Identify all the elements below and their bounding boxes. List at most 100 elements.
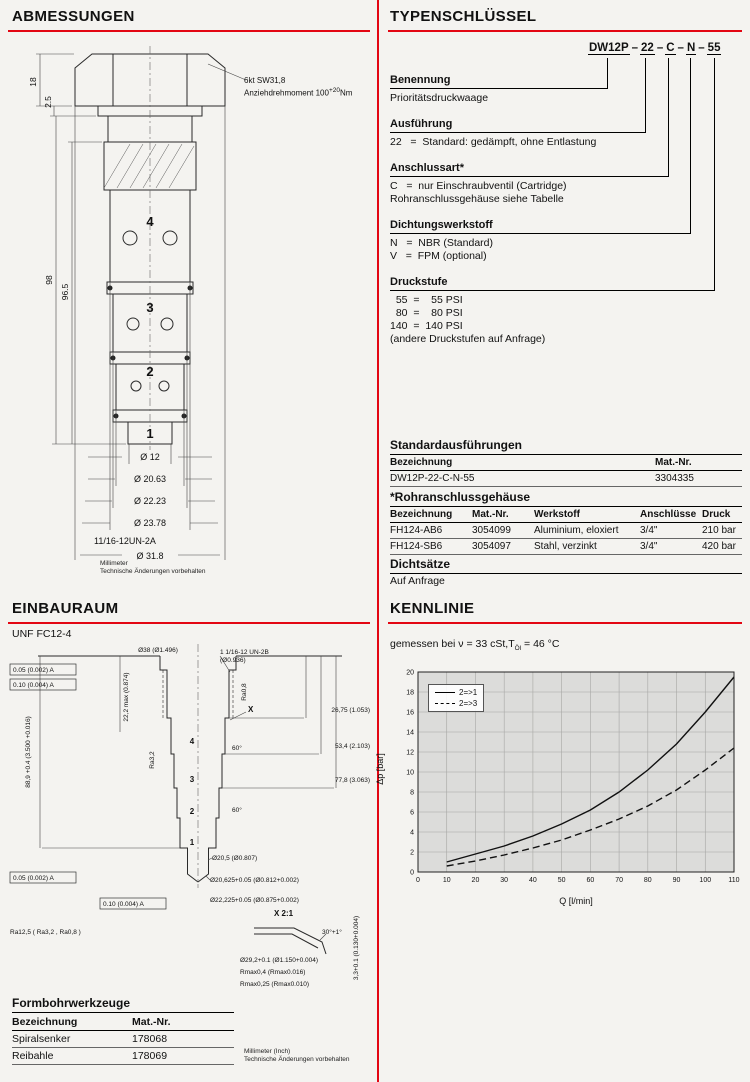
label-tolerance-b2: 0.10 (0.004) A <box>103 901 144 908</box>
table-row: Reibahle 178069 <box>12 1047 234 1065</box>
abmessungen-title: ABMESSUNGEN <box>12 8 135 25</box>
port-number-1: 1 <box>146 426 153 441</box>
block-label-ausfuehrung: Ausführung <box>390 118 645 133</box>
label-ra-group: Ra12,5 ( Ra3,2 , Ra0,8 ) <box>10 929 81 936</box>
svg-text:70: 70 <box>615 877 623 884</box>
svg-text:30: 30 <box>500 877 508 884</box>
code-dash: – <box>631 42 639 54</box>
legend-label-dashed: 2=>3 <box>459 699 478 708</box>
cell-matnr: 178069 <box>132 1047 234 1065</box>
cell-bezeichnung: DW12P-22-C-N-55 <box>390 470 655 487</box>
legend-line-dashed <box>435 703 455 704</box>
typenschluessel-title: TYPENSCHLÜSSEL <box>390 8 537 25</box>
block-text: 55 = 55 PSI <box>390 294 463 306</box>
block-label-benennung: Benennung <box>390 74 607 89</box>
block-text: V = FPM (optional) <box>390 250 487 262</box>
dichtsaetze-title: Dichtsätze <box>390 557 742 574</box>
code-connector-1 <box>607 58 608 89</box>
label-thread-minor: (Ø0.936) <box>220 657 246 664</box>
cavity-outline <box>38 655 342 883</box>
cell-matnr: 3304335 <box>655 470 742 487</box>
svg-text:6: 6 <box>410 810 414 817</box>
code-segment-seal: N <box>685 42 697 55</box>
dim-label-18: 18 <box>28 77 38 87</box>
col-header-bezeichnung: Bezeichnung <box>390 507 472 523</box>
table-row: Spiralsenker 178068 <box>12 1030 234 1048</box>
chart-legend: 2=>1 2=>3 <box>428 684 485 712</box>
einbauraum-subtitle: UNF FC12-4 <box>12 628 72 640</box>
svg-text:16: 16 <box>406 710 414 717</box>
svg-text:14: 14 <box>406 730 414 737</box>
svg-text:0: 0 <box>410 870 414 877</box>
gehaeuse-table-title: *Rohranschlussgehäuse <box>390 490 742 507</box>
cell: 3/4" <box>640 522 702 539</box>
svg-text:110: 110 <box>728 877 739 884</box>
code-connector-2 <box>645 58 646 133</box>
cavity-port-4: 4 <box>190 737 195 746</box>
block-label-druckstufe: Druckstufe <box>390 276 714 291</box>
cavity-port-3: 3 <box>190 775 195 784</box>
col-header-matnr: Mat.-Nr. <box>655 455 742 471</box>
label-tolerance-b: 0.10 (0.004) A <box>13 682 54 689</box>
dim-label-96-5: 96.5 <box>60 283 70 300</box>
label-ra08: Ra0,8 <box>241 683 248 701</box>
cell: 420 bar <box>702 538 742 555</box>
cavity-port-2: 2 <box>190 807 195 816</box>
footnote-changes: Technische Änderungen vorbehalten <box>244 1056 350 1063</box>
footnote-units: Millimeter <box>100 560 128 567</box>
svg-text:4: 4 <box>410 830 414 837</box>
label-x-marker: X <box>248 705 254 714</box>
port-number-4: 4 <box>146 214 154 229</box>
label-rmax04: Rmax0,4 (Rmax0.016) <box>240 969 305 976</box>
subtitle-post: = 46 °C <box>521 638 560 650</box>
label-tolerance-a: 0.05 (0.002) A <box>13 667 54 674</box>
cell: Stahl, verzinkt <box>534 538 640 555</box>
standard-table: Bezeichnung Mat.-Nr. DW12P-22-C-N-55 330… <box>390 455 742 487</box>
label-thread: 1 1/16-12 UN-2B <box>220 649 269 656</box>
tolerance-frames <box>9 663 167 910</box>
svg-text:40: 40 <box>529 877 537 884</box>
table-header-row: Bezeichnung Mat.-Nr. <box>390 455 742 471</box>
hex-note-unit: Nm <box>339 88 353 98</box>
label-dia22225: Ø22,225+0.05 (Ø0.875+0.002) <box>210 897 299 904</box>
svg-text:90: 90 <box>673 877 681 884</box>
einbauraum-rule <box>8 622 370 624</box>
code-connector-3 <box>668 58 669 177</box>
dim-label-d22-23: Ø 22.23 <box>134 496 166 506</box>
label-889: 88,9 +0.4 (3.500 +0.016) <box>25 716 32 788</box>
einbauraum-drawing: Ø38 (Ø1.496) 1 1/16-12 UN-2B (Ø0.936) Ra… <box>9 644 370 988</box>
formbohrwerkzeuge-title: Formbohrwerkzeuge <box>12 996 234 1013</box>
block-text: C = nur Einschraubventil (Cartridge) <box>390 180 567 192</box>
kennlinie-subtitle: gemessen bei ν = 33 cSt,TÖl = 46 °C <box>390 638 559 652</box>
dim-label-d12: Ø 12 <box>140 452 160 462</box>
einbauraum-title: EINBAURAUM <box>12 600 119 617</box>
svg-text:20: 20 <box>406 670 414 677</box>
label-778: 77,8 (3.063) <box>335 777 370 784</box>
table-row: FH124-AB6 3054099 Aluminium, eloxiert 3/… <box>390 522 742 539</box>
cell: 210 bar <box>702 522 742 539</box>
block-text: 22 = Standard: gedämpft, ohne Entlastung <box>390 136 597 148</box>
svg-text:80: 80 <box>644 877 652 884</box>
port-number-3: 3 <box>146 300 153 315</box>
cell-matnr: 178068 <box>132 1030 234 1048</box>
svg-text:2: 2 <box>410 850 414 857</box>
label-2675: 26,75 (1.053) <box>331 707 370 714</box>
label-dia38: Ø38 (Ø1.496) <box>138 647 178 654</box>
label-534: 53,4 (2.103) <box>335 743 370 750</box>
table-header-row: Bezeichnung Mat.-Nr. Werkstoff Anschlüss… <box>390 507 742 523</box>
svg-text:10: 10 <box>443 877 451 884</box>
legend-line-solid <box>435 692 455 693</box>
block-text: 80 = 80 PSI <box>390 307 463 319</box>
label-tolerance-a2: 0.05 (0.002) A <box>13 875 54 882</box>
formbohrwerkzeuge-table: Bezeichnung Mat.-Nr. Spiralsenker 178068… <box>12 1014 234 1065</box>
block-text: Rohranschlussgehäuse siehe Tabelle <box>390 193 564 205</box>
subtitle-sub: Öl <box>514 645 522 653</box>
col-header-bezeichnung: Bezeichnung <box>390 455 655 471</box>
legend-entry: 2=>3 <box>435 698 477 709</box>
footnote-units: Millimeter (Inch) <box>244 1048 291 1055</box>
abmessungen-rule <box>8 30 370 32</box>
cavity-port-1: 1 <box>190 838 195 847</box>
dim-label-d20-63: Ø 20.63 <box>134 474 166 484</box>
einbauraum-footnote: Millimeter (Inch) Technische Änderungen … <box>244 1048 350 1064</box>
